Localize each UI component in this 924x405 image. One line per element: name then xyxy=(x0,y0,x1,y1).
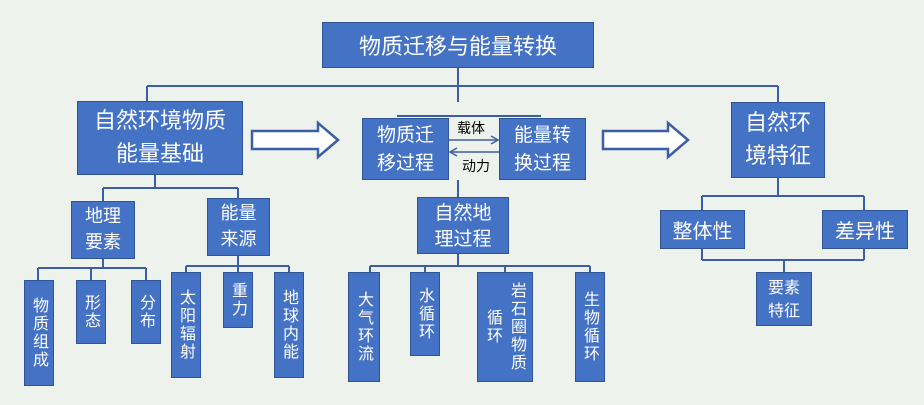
element-characteristics-box: 要素特征 xyxy=(756,272,812,326)
material-composition-box: 物质组成 xyxy=(24,280,54,386)
title-text: 物质迁移与能量转换 xyxy=(358,35,557,60)
water-cycle-text: 水循环 xyxy=(416,287,435,341)
solar-radiation-text: 太阳辐射 xyxy=(177,289,196,361)
gravity-text: 重力 xyxy=(229,282,248,318)
integrity-text: 整体性 xyxy=(672,219,733,243)
integrity-box: 整体性 xyxy=(660,210,745,249)
geo-elements-text: 地理要素 xyxy=(85,206,121,253)
biological-cycle-box: 生物循环 xyxy=(575,272,605,382)
energy-conversion-text: 能量转换过程 xyxy=(513,124,571,174)
atmospheric-circulation-box: 大气环流 xyxy=(348,272,380,382)
atmospheric-circulation-text: 大气环流 xyxy=(355,291,374,363)
power-label: 动力 xyxy=(461,156,491,176)
natural-process-text: 自然地理过程 xyxy=(434,201,492,250)
form-box: 形态 xyxy=(76,280,106,344)
title-box: 物质迁移与能量转换 xyxy=(322,22,594,68)
carrier-label: 载体 xyxy=(456,118,486,138)
geo-elements-box: 地理要素 xyxy=(71,201,135,259)
earth-internal-energy-box: 地球内能 xyxy=(274,272,304,378)
env-characteristics-text: 自然环境特征 xyxy=(744,111,811,169)
difference-text: 差异性 xyxy=(835,219,895,243)
solar-radiation-box: 太阳辐射 xyxy=(171,272,201,378)
material-migration-text: 物质迁移过程 xyxy=(376,124,434,174)
material-migration-box: 物质迁移过程 xyxy=(362,118,449,180)
element-characteristics-text: 要素特征 xyxy=(767,278,800,320)
energy-source-text: 能量来源 xyxy=(220,203,257,250)
energy-source-box: 能量来源 xyxy=(207,198,270,256)
earth-internal-energy-text: 地球内能 xyxy=(280,289,299,361)
lithosphere-cycle-text: 岩石圈物质循环 xyxy=(484,282,527,372)
difference-box: 差异性 xyxy=(822,210,908,249)
distribution-text: 分布 xyxy=(137,294,156,330)
physical-basis-box: 自然环境物质能量基础 xyxy=(77,101,243,175)
lithosphere-cycle-box: 岩石圈物质循环 xyxy=(477,272,533,382)
biological-cycle-text: 生物循环 xyxy=(581,291,600,363)
water-cycle-box: 水循环 xyxy=(410,272,440,356)
energy-conversion-box: 能量转换过程 xyxy=(499,118,586,180)
gravity-box: 重力 xyxy=(223,272,253,328)
material-composition-text: 物质组成 xyxy=(30,297,49,369)
env-characteristics-box: 自然环境特征 xyxy=(731,102,825,178)
form-text: 形态 xyxy=(82,294,101,330)
distribution-box: 分布 xyxy=(131,280,161,344)
physical-basis-text: 自然环境物质能量基础 xyxy=(93,109,226,167)
natural-process-box: 自然地理过程 xyxy=(417,197,509,254)
